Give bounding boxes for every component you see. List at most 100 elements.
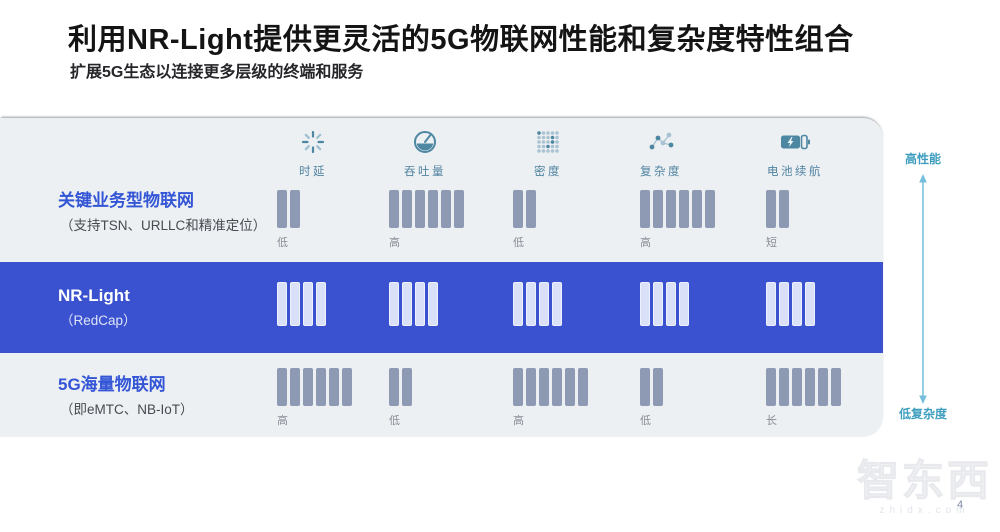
level-bar [303, 368, 313, 406]
metric-cell [277, 282, 326, 326]
page-number: 4 [957, 499, 964, 511]
row-name: 关键业务型物联网 [58, 191, 194, 210]
level-bars [277, 282, 326, 326]
row-name: NR-Light [58, 286, 130, 305]
metric-label: 时延 [299, 166, 327, 178]
level-bars [640, 368, 663, 406]
metric-column-latency: 时延 [265, 128, 361, 179]
metric-cell: 高 [513, 368, 588, 428]
level-bar [526, 368, 536, 406]
level-bar [428, 190, 438, 228]
level-bars [513, 282, 562, 326]
row-massive-iot: 5G海量物联网 （即eMTC、NB-IoT） 高 低 高 低 长 [0, 366, 883, 438]
double-arrow-icon [915, 173, 931, 410]
level-bar [831, 368, 841, 406]
metric-cell: 低 [513, 190, 536, 250]
metric-cell [513, 282, 562, 326]
battery-icon [780, 128, 810, 156]
level-bar [441, 190, 451, 228]
level-bar [805, 368, 815, 406]
comparison-card: 时延 吞吐量 [0, 118, 883, 437]
level-bar [653, 368, 663, 406]
level-label: 低 [389, 415, 400, 427]
page-subtitle: 扩展5G生态以连接更多层级的终端和服务 [70, 64, 364, 81]
level-bar [565, 368, 575, 406]
row-label: NR-Light （RedCap） [58, 286, 137, 329]
metric-column-battery: 电池续航 [747, 128, 843, 179]
metric-cell: 低 [277, 190, 300, 250]
level-bar [779, 282, 789, 326]
metric-cell: 高 [640, 190, 715, 250]
density-grid-icon [535, 128, 561, 156]
level-bar [402, 282, 412, 326]
level-bar [290, 190, 300, 228]
metric-cell: 高 [277, 368, 352, 428]
level-bar [679, 282, 689, 326]
level-bar [805, 282, 815, 326]
level-bar [316, 368, 326, 406]
level-bars [389, 282, 438, 326]
level-bar [766, 282, 776, 326]
level-bars [766, 282, 815, 326]
level-bars [766, 190, 789, 228]
level-bar [402, 190, 412, 228]
throughput-gauge-icon [412, 128, 438, 156]
level-bar [402, 368, 412, 406]
level-bar [552, 282, 562, 326]
level-label: 高 [513, 415, 524, 427]
level-bar [779, 190, 789, 228]
level-bar [792, 282, 802, 326]
row-name: 5G海量物联网 [58, 375, 166, 394]
level-bar [526, 190, 536, 228]
level-label: 短 [766, 237, 777, 249]
level-bar [679, 190, 689, 228]
level-bar [277, 190, 287, 228]
complexity-network-icon [647, 128, 675, 156]
metric-column-density: 密度 [500, 128, 596, 179]
level-bars [389, 190, 464, 228]
level-bar [454, 190, 464, 228]
level-bars [513, 190, 536, 228]
level-bar [539, 368, 549, 406]
level-bar [329, 368, 339, 406]
metric-cell: 低 [640, 368, 663, 428]
level-bar [415, 190, 425, 228]
level-bar [389, 368, 399, 406]
watermark-text: 智东西 [856, 457, 992, 504]
row-mission-critical-iot: 关键业务型物联网 （支持TSN、URLLC和精准定位） 低 高 低 高 短 [0, 182, 883, 260]
level-bar [818, 368, 828, 406]
level-bars [389, 368, 412, 406]
metric-cell: 低 [389, 368, 412, 428]
level-bar [792, 368, 802, 406]
level-bar [277, 282, 287, 326]
level-bar [290, 282, 300, 326]
level-bars [513, 368, 588, 406]
level-bar [539, 282, 549, 326]
level-bar [653, 282, 663, 326]
level-bars [277, 368, 352, 406]
scale-top-label: 高性能 [904, 152, 941, 166]
metric-column-complexity: 复杂度 [613, 128, 709, 179]
latency-burst-icon [300, 128, 326, 156]
level-label: 低 [513, 237, 524, 249]
level-bar [692, 190, 702, 228]
level-label: 高 [640, 237, 651, 249]
level-bar [526, 282, 536, 326]
metric-column-throughput: 吞吐量 [377, 128, 473, 179]
level-bars [277, 190, 300, 228]
metric-cell: 长 [766, 368, 841, 428]
metric-cell [389, 282, 438, 326]
metric-label: 电池续航 [767, 166, 823, 178]
level-bar [428, 282, 438, 326]
level-bar [766, 368, 776, 406]
level-label: 长 [766, 415, 777, 427]
level-bar [277, 368, 287, 406]
metric-cell [640, 282, 689, 326]
level-bar [513, 190, 523, 228]
level-bar [640, 282, 650, 326]
scale-bottom-label: 低复杂度 [898, 407, 947, 421]
row-detail: （RedCap） [60, 313, 137, 328]
level-bar [316, 282, 326, 326]
level-label: 高 [277, 415, 288, 427]
